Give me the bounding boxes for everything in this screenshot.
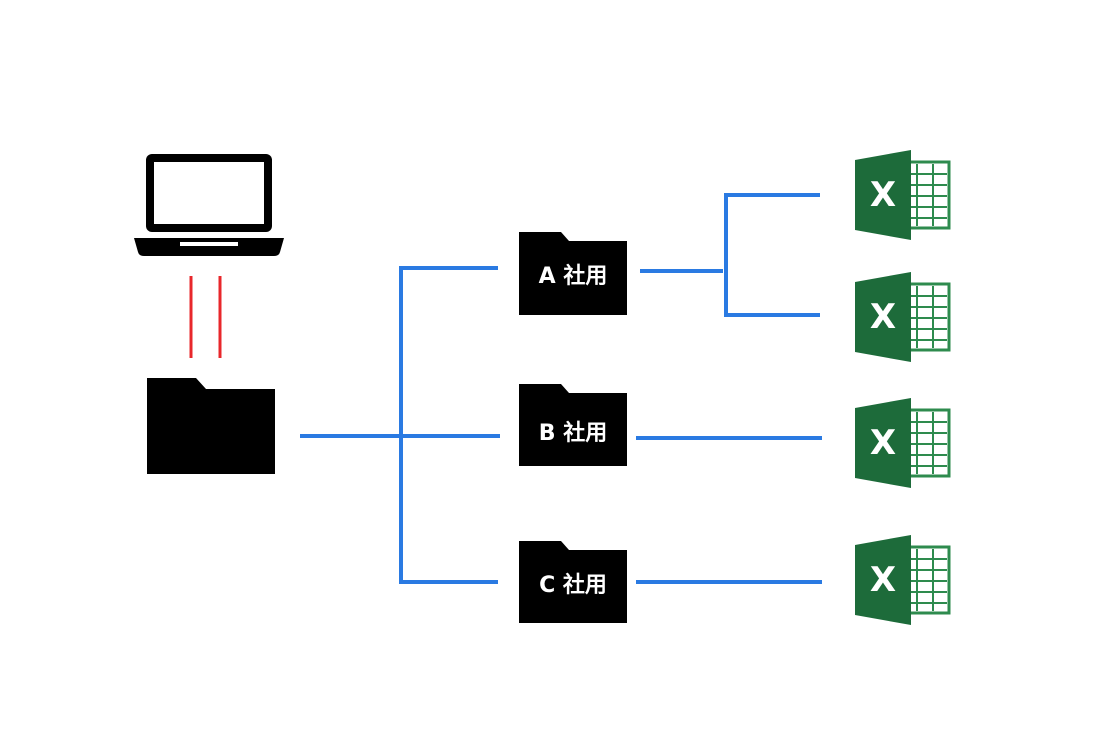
connector-lines xyxy=(300,193,822,584)
excel-icon-4: X xyxy=(853,533,951,627)
excel-x-letter: X xyxy=(870,423,896,463)
excel-icon-1: X xyxy=(853,148,951,242)
excel-x-letter: X xyxy=(870,175,896,215)
excel-icon-2: X xyxy=(853,270,951,364)
folder-b-label: B 社用 xyxy=(539,420,607,446)
excel-x-letter: X xyxy=(870,297,896,337)
folder-b: B 社用 xyxy=(519,384,627,466)
folder-c-label: C 社用 xyxy=(539,572,607,598)
excel-x-letter: X xyxy=(870,560,896,600)
folder-a: A 社用 xyxy=(519,232,627,315)
folder-a-label: A 社用 xyxy=(539,263,608,289)
excel-icon-3: X xyxy=(853,396,951,490)
root-folder-icon xyxy=(147,378,275,474)
link-lines xyxy=(189,276,222,358)
laptop-icon xyxy=(134,154,284,256)
folder-c: C 社用 xyxy=(519,541,627,623)
folder-icon xyxy=(519,541,627,623)
folder-icon xyxy=(519,232,627,315)
folder-icon xyxy=(519,384,627,466)
